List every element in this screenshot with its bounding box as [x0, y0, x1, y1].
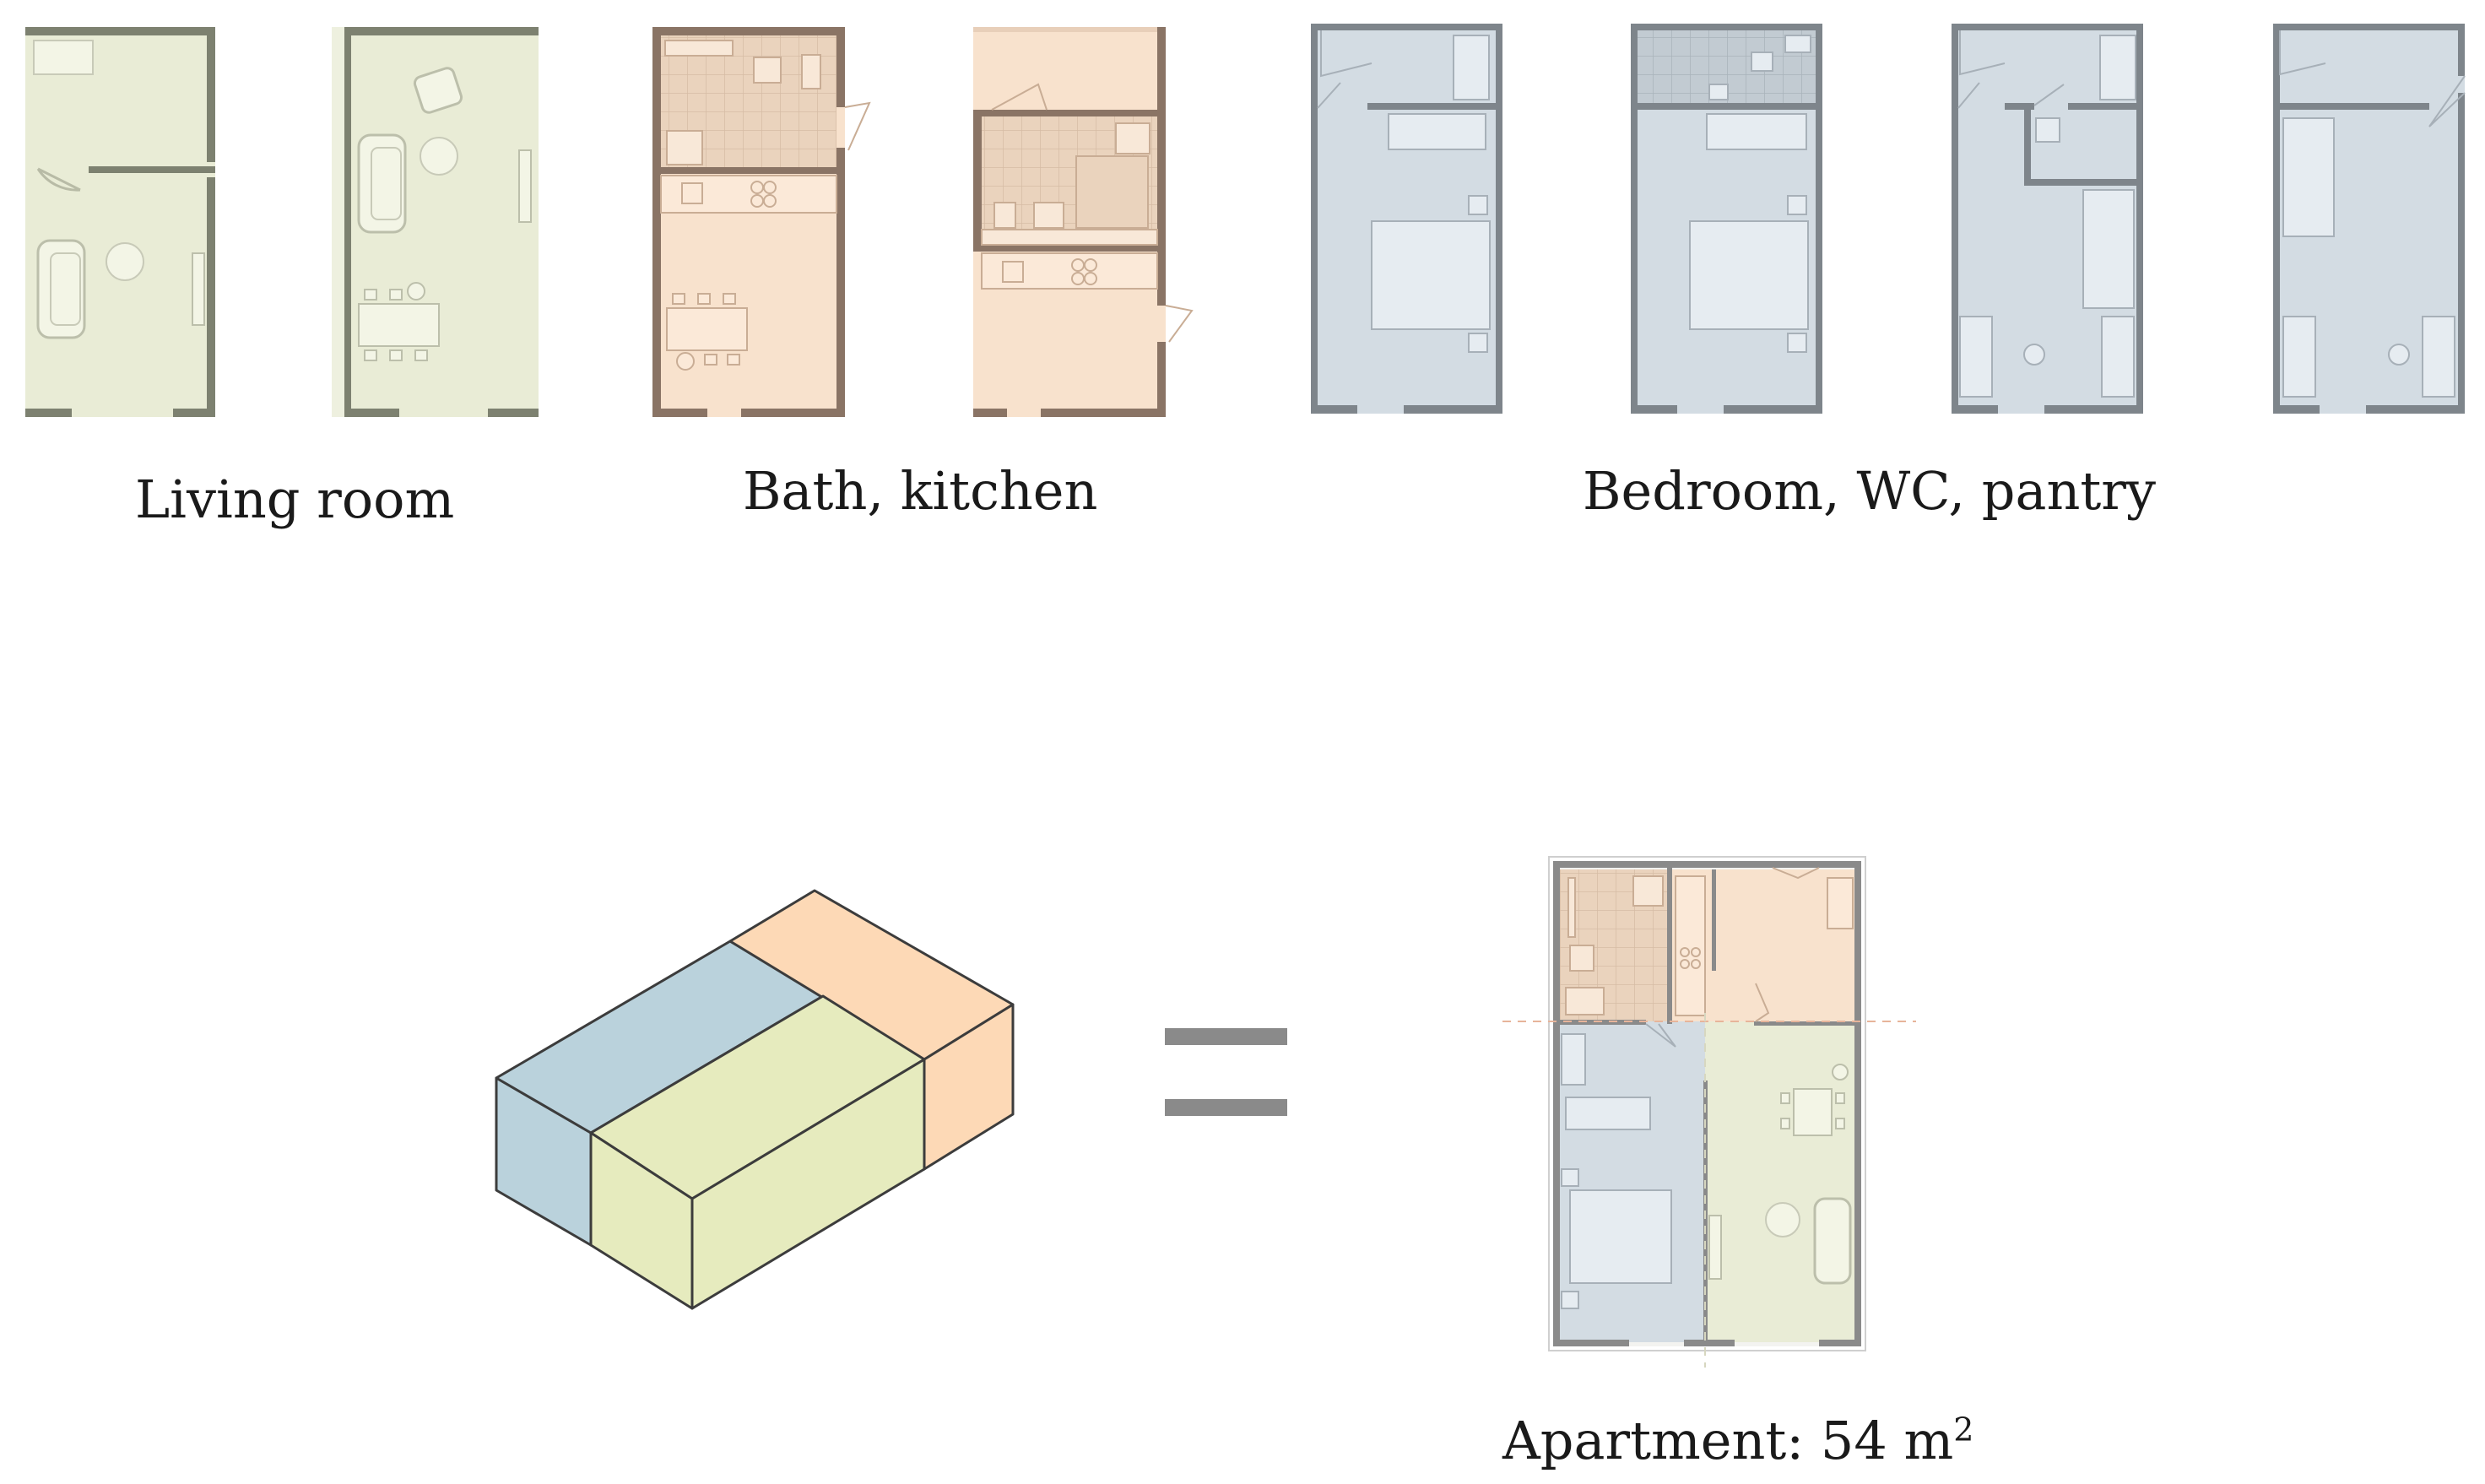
kitchen-counter-icon [660, 175, 837, 214]
caption-apartment-text: Apartment: 54 m [1502, 1410, 1954, 1471]
plan-living-2 [332, 27, 539, 417]
bed-icon [1689, 220, 1809, 330]
round-table-icon [106, 242, 144, 281]
caption-living-room: Living room [135, 468, 455, 530]
plan-pantry [2273, 24, 2466, 414]
bed-icon [1569, 1189, 1672, 1284]
sofa-icon [36, 239, 86, 339]
plan-bedroom-1 [1311, 24, 1502, 414]
dining-table-icon [358, 282, 440, 361]
plan-bedroom-2 [1631, 24, 1822, 414]
caption-apartment-superscript: 2 [1953, 1411, 1974, 1449]
plan-kitchen [973, 27, 1194, 417]
bed-icon [1371, 220, 1491, 330]
plan-bedroom-wc [1952, 24, 2143, 414]
sofa-icon [357, 133, 407, 234]
apartment-plan [1502, 856, 1916, 1368]
sofa-icon [1813, 1197, 1852, 1285]
plan-bath [652, 27, 871, 417]
isometric-box-icon [495, 889, 1015, 1310]
plan-living-1 [25, 27, 215, 417]
armchair-icon [413, 67, 463, 114]
dining-table-icon [1780, 1064, 1849, 1136]
caption-apartment: Apartment: 54 m2 [1502, 1410, 1973, 1471]
equals-sign-icon [1165, 1028, 1287, 1116]
dining-table-icon [666, 293, 748, 371]
caption-bedroom-wc-pantry: Bedroom, WC, pantry [1583, 460, 2156, 522]
caption-bath-kitchen: Bath, kitchen [743, 460, 1098, 522]
